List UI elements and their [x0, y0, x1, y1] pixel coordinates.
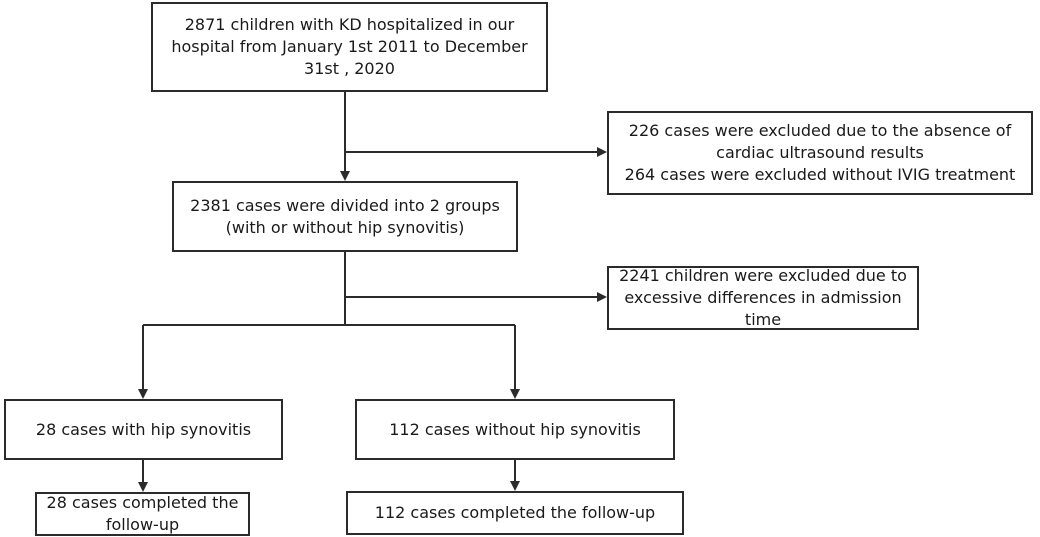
without-followup-label: 112 cases completed the follow-up: [374, 503, 656, 522]
with-followup-line-2: follow-up: [105, 515, 180, 534]
without-synovitis-label: 112 cases without hip synovitis: [389, 419, 641, 439]
start-line-2: hospital from January 1st 2011 to Decemb…: [171, 37, 528, 56]
start-line-3: 31st , 2020: [304, 59, 395, 78]
groups-line-2: (with or without hip synovitis): [225, 217, 465, 237]
without-synovitis-box: 112 cases without hip synovitis: [355, 399, 675, 460]
exclusion-box-2: 2241 children were excluded due to exces…: [607, 266, 919, 330]
exclusion-1-line-2: cardiac ultrasound results: [716, 143, 924, 162]
without-followup-box: 112 cases completed the follow-up: [346, 491, 684, 535]
exclusion-1-line-3: 264 cases were excluded without IVIG tre…: [624, 165, 1016, 184]
exclusion-1-line-1: 226 cases were excluded due to the absen…: [628, 121, 1012, 140]
start-box: 2871 children with KD hospitalized in ou…: [151, 2, 548, 92]
groups-line-1: 2381 cases were divided into 2 groups: [190, 195, 500, 215]
exclusion-2-line-1: 2241 children were excluded due to: [619, 266, 907, 285]
with-followup-line-1: 28 cases completed the: [46, 493, 239, 512]
start-line-1: 2871 children with KD hospitalized in ou…: [184, 15, 515, 34]
exclusion-box-1: 226 cases were excluded due to the absen…: [607, 111, 1033, 195]
groups-box: 2381 cases were divided into 2 groups (w…: [172, 181, 518, 252]
with-followup-box: 28 cases completed the follow-up: [35, 492, 250, 536]
exclusion-2-line-3: time: [744, 310, 782, 329]
exclusion-2-line-2: excessive differences in admission: [624, 288, 902, 307]
with-synovitis-label: 28 cases with hip synovitis: [35, 419, 252, 439]
with-synovitis-box: 28 cases with hip synovitis: [4, 399, 283, 460]
